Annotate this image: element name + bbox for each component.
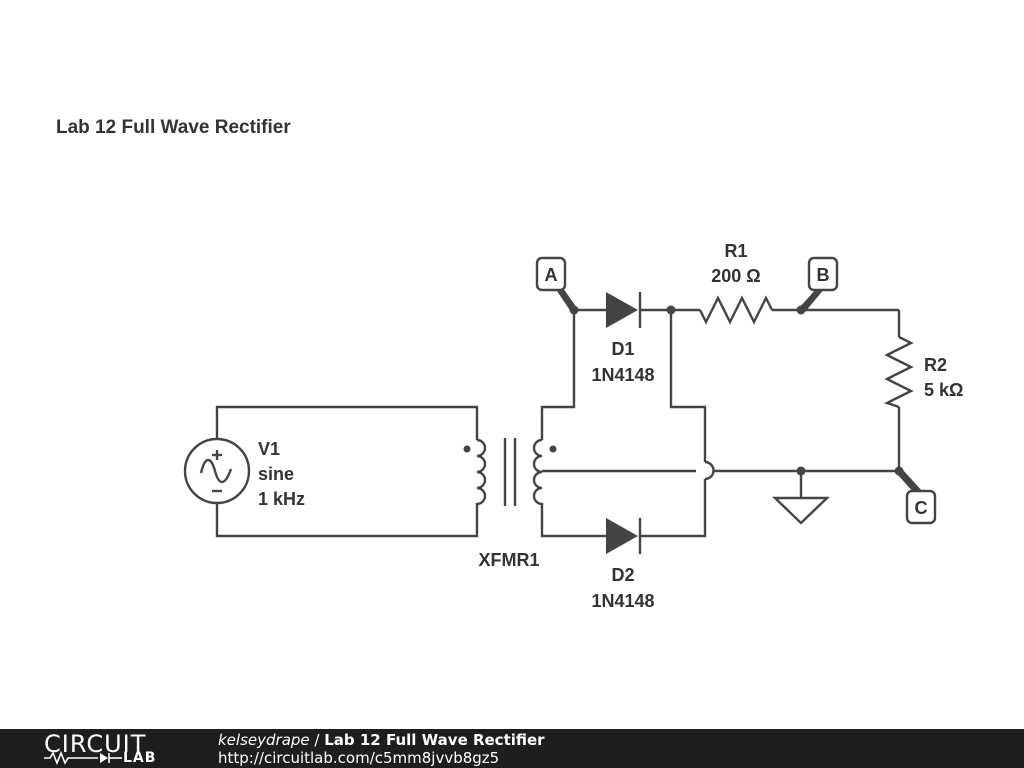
r1-name-label: R1 [724,241,747,261]
d1-part-label: 1N4148 [591,365,654,385]
logo-lab-text: LAB [123,750,157,766]
r1-value-label: 200 Ω [711,266,760,286]
d2-name-label: D2 [611,565,634,585]
r2-value-label: 5 kΩ [924,380,963,400]
schematic: V1 sine 1 kHz XFMR1 D1 1N4148 D2 [183,241,963,611]
credit-line: kelseydrape / Lab 12 Full Wave Rectifier [218,731,545,749]
r1-resistor[interactable] [698,295,774,325]
page-title: Lab 12 Full Wave Rectifier [56,117,291,138]
xfmr1-transformer[interactable] [463,438,557,506]
xfmr1-name-label: XFMR1 [478,550,539,570]
v1-source[interactable] [183,437,251,505]
probe-c[interactable]: C [897,470,937,525]
v1-type-label: sine [258,464,294,484]
logo-waveform-icon [44,751,122,765]
v1-name-label: V1 [258,439,280,459]
footer-bar: CIRCUIT LAB kelseydrape / Lab 12 Full Wa… [0,729,1024,768]
probe-b[interactable]: B [799,256,839,312]
v1-freq-label: 1 kHz [258,489,305,509]
d1-diode[interactable] [606,292,642,328]
project-url[interactable]: http://circuitlab.com/c5mm8jvvb8gz5 [218,749,500,767]
probe-b-label: B [817,265,830,285]
d2-part-label: 1N4148 [591,591,654,611]
probe-c-label: C [915,498,928,518]
r2-name-label: R2 [924,355,947,375]
d2-diode[interactable] [606,518,642,554]
secondary-wires [540,308,901,538]
junction-dots [569,305,904,476]
probe-a[interactable]: A [535,256,577,312]
ground-symbol [772,496,830,525]
project-title[interactable]: Lab 12 Full Wave Rectifier [324,731,545,749]
credit-separator: / [309,731,325,749]
primary-wires [215,405,479,538]
r2-resistor[interactable] [883,335,914,409]
d1-name-label: D1 [611,339,634,359]
author-link[interactable]: kelseydrape [218,731,310,749]
probe-a-label: A [545,265,558,285]
